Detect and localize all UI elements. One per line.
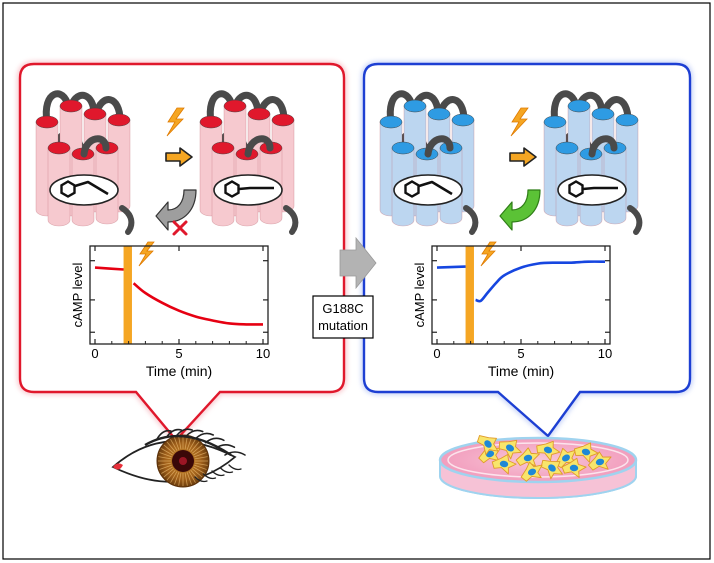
right-opsin-dark-state bbox=[379, 90, 479, 235]
cell-icon bbox=[573, 442, 599, 463]
cell-icon bbox=[555, 447, 577, 469]
lightning-icon bbox=[166, 107, 185, 137]
opsin-tail bbox=[463, 205, 479, 235]
opsin-loop bbox=[244, 135, 274, 158]
reverse-arrow-icon bbox=[155, 189, 197, 231]
x-tick-label: 0 bbox=[433, 346, 440, 361]
gray-arrow-icon bbox=[339, 236, 377, 290]
x-tick-label: 10 bbox=[598, 346, 612, 361]
y-axis-label: cAMP level bbox=[70, 263, 85, 328]
mutation-label-line1: G188C bbox=[322, 301, 363, 316]
mutation-arrow: G188C mutation bbox=[312, 236, 377, 339]
left-opsin-light-state bbox=[199, 90, 299, 235]
reverse-arrow-icon bbox=[499, 189, 541, 231]
cell-icon bbox=[536, 440, 561, 461]
y-axis-label: cAMP level bbox=[412, 263, 427, 328]
opsin-tail bbox=[119, 205, 135, 235]
cell-icon bbox=[498, 439, 522, 460]
lightning-icon bbox=[138, 241, 155, 267]
cross-icon bbox=[172, 220, 188, 236]
lightning-icon bbox=[510, 107, 529, 137]
series-line-post-pulse bbox=[132, 282, 264, 326]
cell-icon bbox=[515, 447, 540, 467]
opsin-tail bbox=[283, 205, 299, 235]
series-line-post-pulse bbox=[475, 260, 606, 303]
light-pulse-bar bbox=[123, 246, 132, 344]
opsin-loop bbox=[424, 135, 454, 158]
mutation-label-box bbox=[312, 295, 374, 339]
light-pulse-bar bbox=[465, 246, 474, 344]
mutation-label-line2: mutation bbox=[318, 318, 368, 333]
right-opsin-light-state bbox=[543, 90, 643, 235]
forward-arrow-icon bbox=[509, 147, 537, 167]
opsin-loop bbox=[80, 135, 110, 158]
petri-dish-icon bbox=[438, 435, 638, 499]
left-opsin-dark-state bbox=[35, 90, 135, 235]
series-line-pre-pulse bbox=[94, 266, 124, 271]
x-tick-label: 10 bbox=[256, 346, 270, 361]
x-axis-label: Time (min) bbox=[488, 363, 554, 379]
series-line-pre-pulse bbox=[436, 265, 466, 269]
x-axis-label: Time (min) bbox=[146, 363, 212, 379]
retinal-chromophore-icon bbox=[557, 174, 627, 206]
eye-icon bbox=[111, 428, 246, 488]
cell-icon bbox=[561, 457, 587, 478]
cell-icon bbox=[520, 461, 543, 482]
x-tick-label: 5 bbox=[517, 346, 524, 361]
forward-arrow-icon bbox=[165, 147, 193, 167]
retinal-chromophore-icon bbox=[213, 174, 283, 206]
retinal-chromophore-icon bbox=[49, 174, 119, 206]
cell-icon bbox=[476, 435, 499, 456]
opsin-tail bbox=[627, 205, 643, 235]
x-tick-label: 0 bbox=[91, 346, 98, 361]
cell-icon bbox=[540, 459, 563, 480]
cell-icon bbox=[491, 454, 517, 475]
opsin-loop bbox=[588, 135, 618, 158]
x-tick-label: 5 bbox=[175, 346, 182, 361]
retinal-chromophore-icon bbox=[393, 174, 463, 206]
cell-icon bbox=[587, 451, 612, 471]
lightning-icon bbox=[480, 241, 497, 267]
